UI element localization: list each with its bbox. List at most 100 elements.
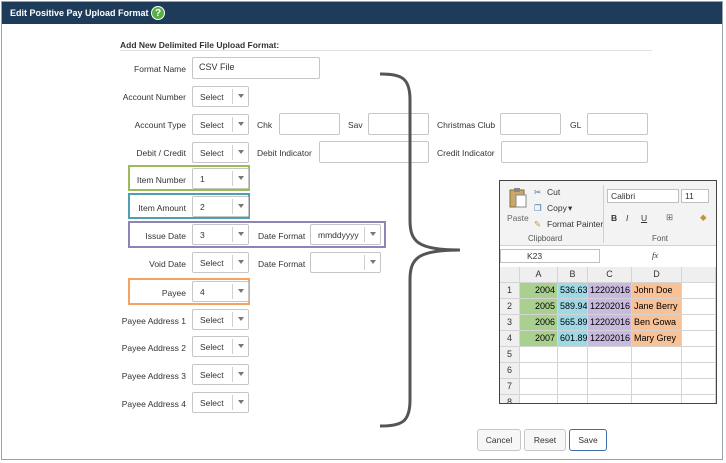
- spreadsheet-cell[interactable]: 601.89: [558, 331, 588, 347]
- spreadsheet-cell[interactable]: 565.89: [558, 315, 588, 331]
- payee-address-3-select[interactable]: Select: [192, 364, 249, 385]
- chk-label: Chk: [257, 120, 273, 130]
- spreadsheet-cell[interactable]: 2007: [520, 331, 558, 347]
- payee-address-1-select[interactable]: Select: [192, 309, 249, 330]
- spreadsheet-cell[interactable]: [520, 363, 558, 379]
- font-name-box[interactable]: Calibri: [607, 189, 679, 203]
- spreadsheet-cell[interactable]: [682, 283, 716, 299]
- issue-date-label: Issue Date: [145, 231, 186, 241]
- credit-indicator-input[interactable]: [501, 141, 648, 163]
- payee-address-2-select[interactable]: Select: [192, 336, 249, 357]
- row-header[interactable]: 1: [500, 283, 520, 299]
- spreadsheet-cell[interactable]: [682, 379, 716, 395]
- spreadsheet-cell[interactable]: [588, 395, 632, 403]
- issue-date-format-select[interactable]: mmddyyyy: [310, 224, 381, 245]
- fill-color-icon[interactable]: ◆: [700, 212, 707, 222]
- item-number-label: Item Number: [136, 175, 186, 185]
- underline-button[interactable]: U: [641, 213, 648, 223]
- spreadsheet-cell[interactable]: Mary Grey: [632, 331, 682, 347]
- spreadsheet-cell[interactable]: [520, 379, 558, 395]
- spreadsheet-cell[interactable]: 12202016: [588, 315, 632, 331]
- spreadsheet-cell[interactable]: [558, 347, 588, 363]
- reset-button[interactable]: Reset: [524, 429, 566, 451]
- sav-input[interactable]: [368, 113, 429, 135]
- spreadsheet-cell[interactable]: [632, 379, 682, 395]
- payee-highlight: [128, 278, 250, 305]
- spreadsheet-cell[interactable]: 2006: [520, 315, 558, 331]
- void-date-format-select[interactable]: [310, 252, 381, 273]
- spreadsheet-cell[interactable]: [682, 315, 716, 331]
- spreadsheet-cell[interactable]: [558, 363, 588, 379]
- format-name-input[interactable]: CSV File: [192, 57, 320, 79]
- spreadsheet-cell[interactable]: 536.63: [558, 283, 588, 299]
- chevron-down-icon: [238, 94, 244, 98]
- account-type-select[interactable]: Select: [192, 114, 249, 135]
- spreadsheet-cell[interactable]: 2004: [520, 283, 558, 299]
- row-header[interactable]: 3: [500, 315, 520, 331]
- row-header[interactable]: 8: [500, 395, 520, 403]
- spreadsheet-cell[interactable]: [520, 395, 558, 403]
- spreadsheet-cell[interactable]: [632, 395, 682, 403]
- italic-button[interactable]: I: [626, 213, 629, 223]
- cut-label: Cut: [547, 187, 561, 197]
- question-icon[interactable]: ?: [151, 6, 165, 20]
- issue-date-select[interactable]: 3: [192, 224, 249, 245]
- column-header[interactable]: B: [558, 267, 588, 283]
- christmas-club-input[interactable]: [500, 113, 561, 135]
- spreadsheet-cell[interactable]: [632, 347, 682, 363]
- spreadsheet-cell[interactable]: Ben Gowa: [632, 315, 682, 331]
- spreadsheet-cell[interactable]: [558, 395, 588, 403]
- spreadsheet-cell[interactable]: [682, 347, 716, 363]
- debit-credit-select[interactable]: Select: [192, 142, 249, 163]
- spreadsheet-cell[interactable]: [588, 347, 632, 363]
- debit-indicator-label: Debit Indicator: [257, 148, 312, 158]
- row-header[interactable]: 4: [500, 331, 520, 347]
- christmas-club-label: Christmas Club: [437, 120, 496, 130]
- spreadsheet-cell[interactable]: [520, 347, 558, 363]
- spreadsheet-cell[interactable]: 12202016: [588, 331, 632, 347]
- spreadsheet-cell[interactable]: [588, 363, 632, 379]
- debit-indicator-input[interactable]: [319, 141, 429, 163]
- spreadsheet-cell[interactable]: [682, 331, 716, 347]
- void-date-label: Void Date: [149, 259, 186, 269]
- font-size-box[interactable]: 11: [681, 189, 709, 203]
- payee-address-4-select[interactable]: Select: [192, 392, 249, 413]
- spreadsheet-cell[interactable]: 589.94: [558, 299, 588, 315]
- cancel-button[interactable]: Cancel: [477, 429, 521, 451]
- name-box[interactable]: K23: [500, 249, 600, 263]
- spreadsheet-cell[interactable]: [682, 299, 716, 315]
- select-all-corner[interactable]: [500, 267, 520, 283]
- column-header[interactable]: [682, 267, 716, 283]
- chevron-down-icon: [370, 260, 376, 264]
- paste-icon: [509, 188, 527, 208]
- chevron-down-icon: [238, 260, 244, 264]
- column-header[interactable]: C: [588, 267, 632, 283]
- spreadsheet-cell[interactable]: 2005: [520, 299, 558, 315]
- spreadsheet-cell[interactable]: John Doe: [632, 283, 682, 299]
- item-amount-select[interactable]: 2: [192, 196, 249, 217]
- payee-select[interactable]: 4: [192, 281, 249, 302]
- spreadsheet-cell[interactable]: 12202016: [588, 283, 632, 299]
- row-header[interactable]: 2: [500, 299, 520, 315]
- spreadsheet-cell[interactable]: [632, 363, 682, 379]
- borders-icon[interactable]: ⊞: [666, 212, 674, 222]
- row-header[interactable]: 6: [500, 363, 520, 379]
- account-number-label: Account Number: [122, 92, 186, 102]
- chk-input[interactable]: [279, 113, 340, 135]
- item-number-select[interactable]: 1: [192, 168, 249, 189]
- gl-input[interactable]: [587, 113, 648, 135]
- account-number-select[interactable]: Select: [192, 86, 249, 107]
- column-header[interactable]: A: [520, 267, 558, 283]
- row-header[interactable]: 5: [500, 347, 520, 363]
- spreadsheet-cell[interactable]: [558, 379, 588, 395]
- spreadsheet-cell[interactable]: Jane Berry: [632, 299, 682, 315]
- bold-button[interactable]: B: [611, 213, 618, 223]
- void-date-select[interactable]: Select: [192, 252, 249, 273]
- column-header[interactable]: D: [632, 267, 682, 283]
- row-header[interactable]: 7: [500, 379, 520, 395]
- save-button[interactable]: Save: [569, 429, 607, 451]
- spreadsheet-cell[interactable]: [588, 379, 632, 395]
- spreadsheet-cell[interactable]: [682, 363, 716, 379]
- spreadsheet-cell[interactable]: 12202016: [588, 299, 632, 315]
- spreadsheet-cell[interactable]: [682, 395, 716, 403]
